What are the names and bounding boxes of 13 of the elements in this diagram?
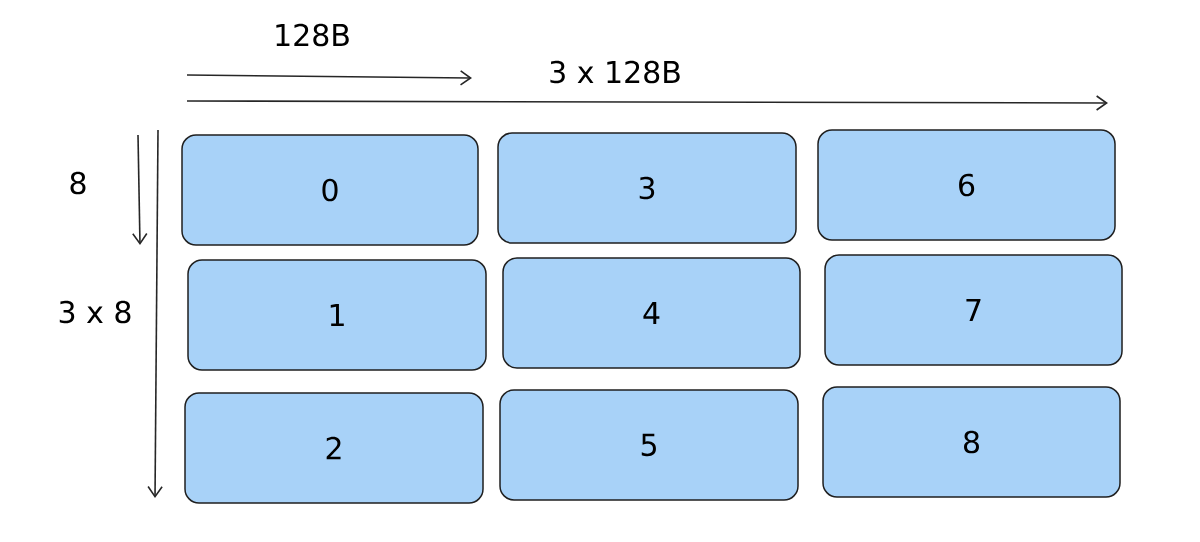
memory-block: 4 [502,257,801,369]
dimension-label: 128B [276,23,349,47]
memory-block: 6 [817,129,1116,241]
memory-block: 3 [497,132,797,244]
memory-block: 2 [184,392,484,504]
memory-block: 5 [499,389,799,501]
memory-block: 0 [181,134,479,246]
dimension-label: 8 [70,171,86,195]
memory-block: 7 [824,254,1123,366]
dimension-label: 3 x 128B [550,60,680,84]
memory-block: 1 [187,259,487,371]
memory-block: 8 [822,386,1121,498]
dimension-label: 3 x 8 [59,300,131,324]
